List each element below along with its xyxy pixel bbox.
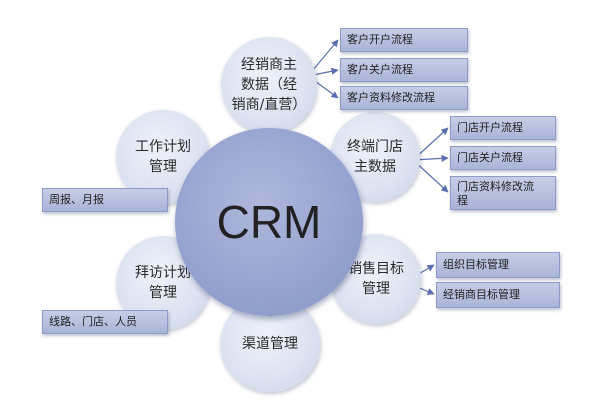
box-weekly-monthly-label: 周报、月报: [49, 193, 104, 206]
box-store-modify-label: 门店资料修改流 程: [457, 180, 534, 207]
node-dealer-master-data-label: 经销商主 数据（经 销商/直营）: [231, 57, 307, 113]
box-org-target-label: 组织目标管理: [443, 258, 509, 271]
box-customer-modify-label: 客户资料修改流程: [347, 91, 435, 104]
box-store-open-label: 门店开户流程: [457, 121, 523, 134]
box-store-close: 门店关户流程: [450, 146, 556, 170]
box-customer-open: 客户开户流程: [340, 28, 468, 52]
box-dealer-target-label: 经销商目标管理: [443, 288, 520, 301]
box-route-store-staff-label: 线路、门店、人员: [49, 315, 137, 328]
box-customer-close-label: 客户关户流程: [347, 63, 413, 76]
box-customer-close: 客户关户流程: [340, 58, 468, 82]
node-work-plan-label: 工作计划 管理: [135, 139, 191, 175]
crm-hub-label: CRM: [216, 196, 322, 248]
box-customer-open-label: 客户开户流程: [347, 33, 413, 46]
node-dealer-master-data: 经销商主 数据（经 销商/直营）: [221, 37, 317, 133]
box-store-modify: 门店资料修改流 程: [450, 176, 556, 210]
node-visit-plan-label: 拜访计划 管理: [135, 265, 191, 301]
box-customer-modify: 客户资料修改流程: [340, 86, 468, 110]
box-store-close-label: 门店关户流程: [457, 151, 523, 164]
node-channel-management-label: 渠道管理: [242, 336, 298, 352]
box-store-open: 门店开户流程: [450, 116, 556, 140]
box-route-store-staff: 线路、门店、人员: [42, 310, 168, 334]
crm-hub: CRM: [175, 128, 363, 316]
box-org-target: 组织目标管理: [436, 252, 560, 278]
node-store-master-data-label: 终端门店 主数据: [347, 139, 403, 175]
node-sales-target-label: 销售目标 管理: [348, 261, 404, 297]
box-weekly-monthly: 周报、月报: [42, 188, 168, 212]
box-dealer-target: 经销商目标管理: [436, 282, 560, 308]
